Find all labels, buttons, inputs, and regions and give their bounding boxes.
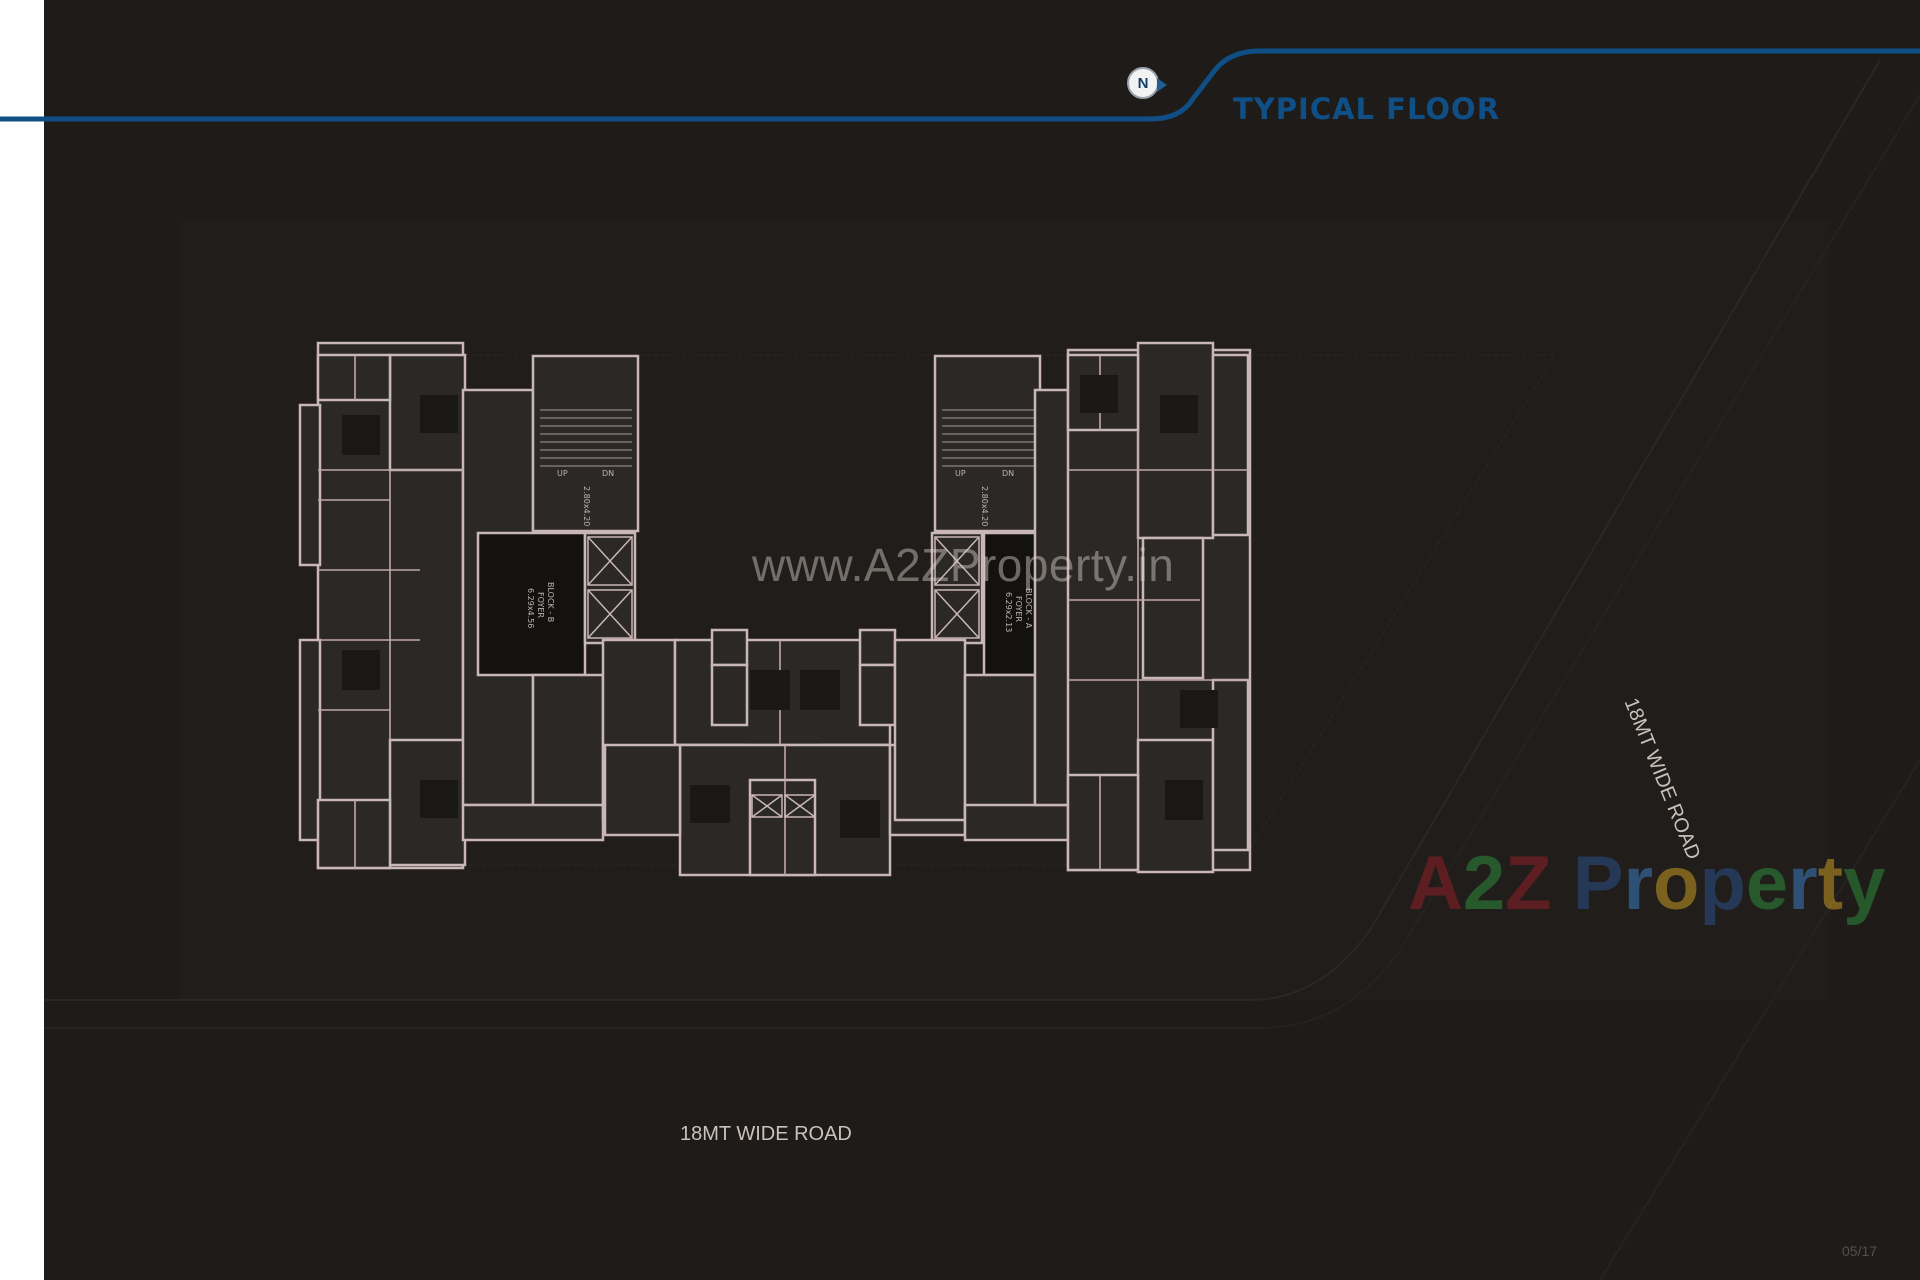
left-margin-strip [0, 0, 44, 1280]
block-a-sub: FOYER [1014, 596, 1023, 622]
stair-dim-b: 2.80x4.20 [582, 486, 591, 526]
stair-dn-a: DN [1002, 469, 1014, 478]
stair-dn-b: DN [602, 469, 614, 478]
block-a-dim: 6.29x2.13 [1004, 592, 1013, 632]
header-line [0, 48, 1920, 122]
page-number: 05/17 [1842, 1243, 1878, 1259]
north-arrow-icon [1157, 78, 1167, 92]
stair-dim-a: 2.80x4.20 [980, 486, 989, 526]
block-b-dim: 6.29x4.56 [526, 588, 535, 628]
block-b-sub: FOYER [536, 592, 545, 618]
block-a-label: BLOCK - A [1024, 588, 1033, 629]
road-label-bottom: 18MT WIDE ROAD [680, 1123, 852, 1145]
page-title: TYPICAL FLOOR [1233, 92, 1501, 126]
stair-up-b: UP [557, 469, 568, 478]
stair-up-a: UP [955, 469, 966, 478]
watermark-url: www.A2ZProperty.in [752, 539, 1175, 591]
north-label: N [1137, 74, 1149, 92]
block-b-label: BLOCK - B [546, 582, 555, 622]
watermark-logo: A2Z Property [1408, 841, 1886, 926]
